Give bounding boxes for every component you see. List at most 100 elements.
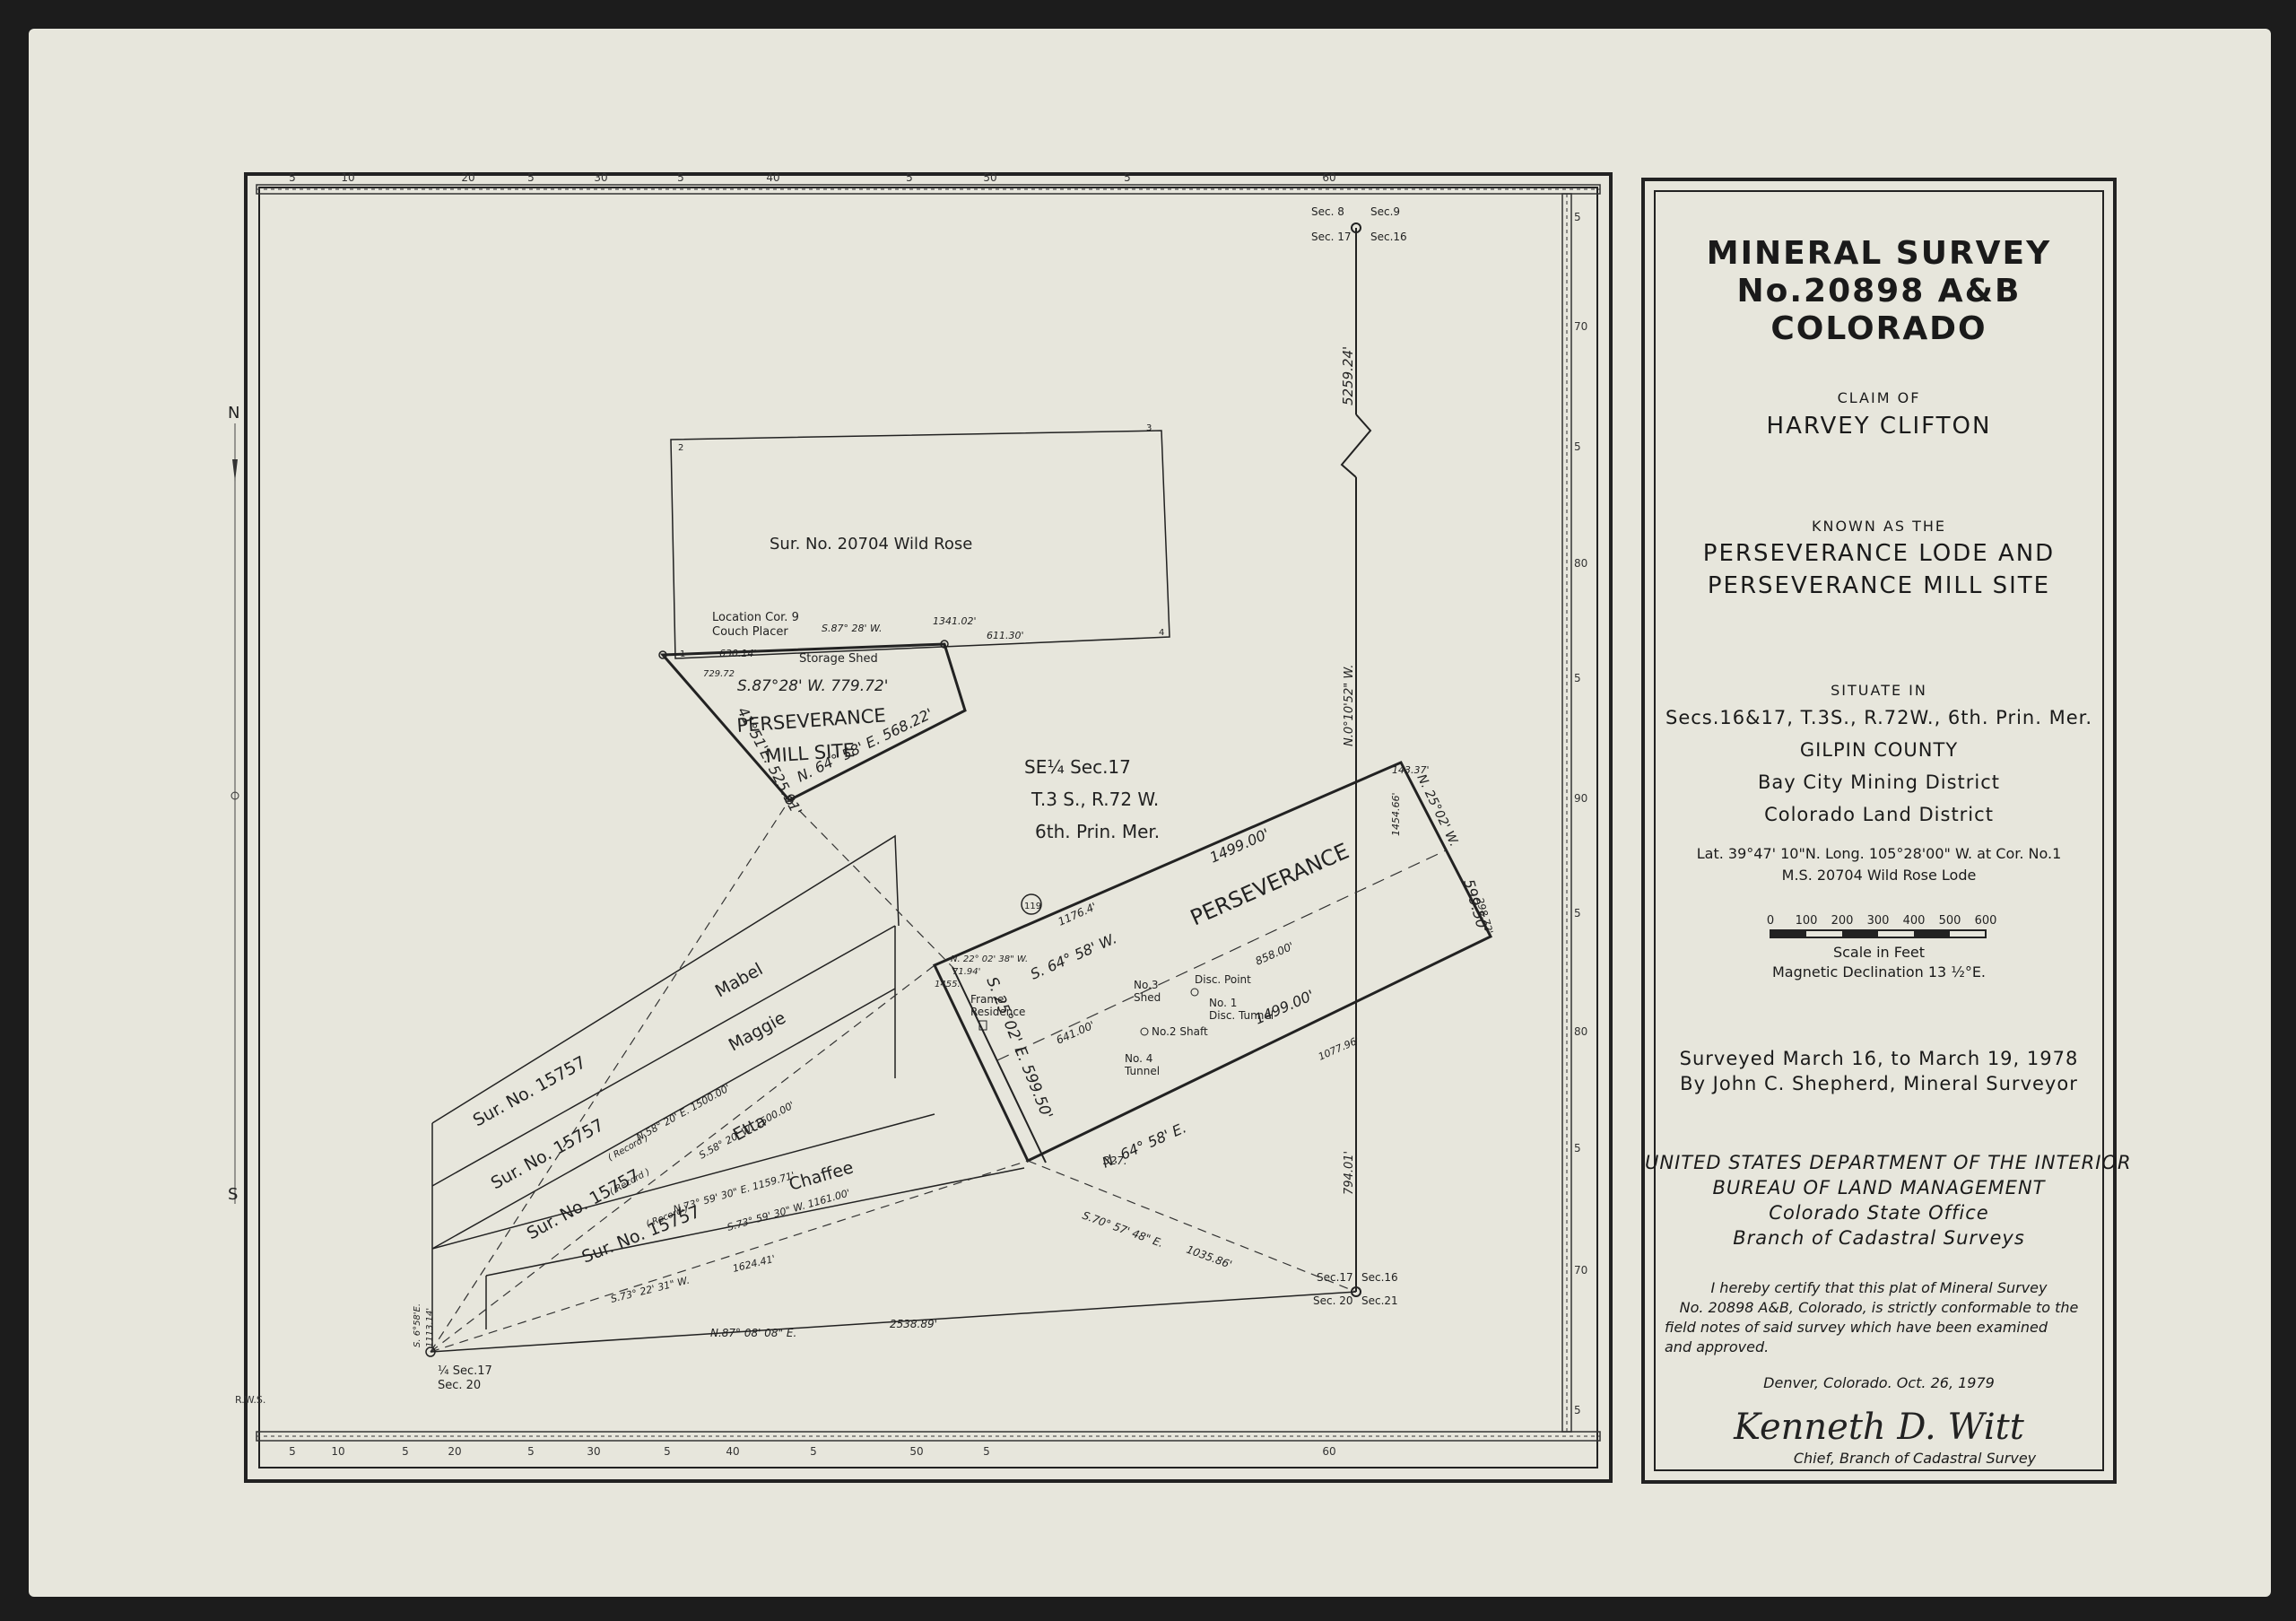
ruler-top-label: 40 [766,171,779,184]
svg-text:3: 3 [1146,423,1152,433]
quarter-sec20-label: Sec. 20 [438,1379,481,1392]
frame-residence-label-1: Frame [970,993,1004,1006]
scale-tick-0: 0 [1767,914,1774,928]
sur-15757-label: Sur. No. 15757 [488,1115,607,1193]
ruler-top-label: 5 [1124,171,1131,184]
county-text: GILPIN COUNTY [1799,739,1959,761]
certification-line-3: field notes of said survey which have be… [1665,1319,2048,1336]
bearing-label: 71.94' [952,967,980,977]
bureau-name: BUREAU OF LAND MANAGEMENT [1712,1177,2046,1198]
sur-15757-label: Sur. No. 15757 [470,1052,589,1130]
svg-text:4: 4 [1159,628,1164,638]
title-line-2: No.20898 A&B [1736,273,2022,309]
bearing-label: 858.00' [1254,940,1296,968]
bearing-label: 1454.66' [1390,792,1402,836]
scale-tick-200: 200 [1831,914,1854,928]
bearing-label: 1455. [935,980,961,989]
meridian-label: 6th. Prin. Mer. [1035,821,1160,842]
ruler-bottom-label: 5 [664,1445,671,1458]
bearing-label: N.58° 20' E. 1500.00' [634,1082,732,1143]
ruler-top-label: 10 [341,171,354,184]
drafter-initials: R.W.S. [235,1394,265,1406]
ruler-bottom: 5 10 5 20 5 30 5 40 5 50 5 60 [256,1431,1601,1458]
no1-label-1: No. 1 [1209,997,1237,1009]
ruler-top-label: 5 [677,171,684,184]
frame-residence-label-2: Residence [970,1006,1025,1018]
magnetic-declination: Magnetic Declination 13 ½°E. [1771,963,1987,980]
no2-shaft-label: No.2 Shaft [1152,1025,1208,1038]
storage-shed-label: Storage Shed [799,652,878,666]
ruler-top-label: 60 [1322,171,1335,184]
bearing-label: 630.14' [719,648,757,659]
sec-9-label: Sec.9 [1370,205,1400,218]
title-block: MINERAL SURVEY No.20898 A&B COLORADO CLA… [1641,178,2131,1484]
ruler-bottom-label: 5 [289,1445,296,1458]
scale-tick-600: 600 [1975,914,1997,928]
no2-shaft-marker [1140,1027,1149,1036]
mabel-label: Mabel [712,959,767,1001]
bearing-label: N.87° 08' 08" E. [710,1327,796,1339]
ruler-bottom-label: 50 [909,1445,923,1458]
disc-point-label: Disc. Point [1195,973,1251,986]
svg-text:2: 2 [678,443,683,453]
scale-bar: 0 100 200 300 400 500 600 [1767,914,1997,938]
certification-line-4: and approved. [1665,1338,1770,1355]
lat-long-reference: M.S. 20704 Wild Rose Lode [1781,867,1977,884]
title-block-inner-border [1654,190,2104,1471]
bearing-label: 794.01' [1343,1151,1356,1195]
plat-map-drawing: 5 10 20 5 30 5 40 5 50 5 60 5 10 5 20 5 [228,171,1601,1458]
lat-long-text: Lat. 39°47' 10"N. Long. 105°28'00" W. at… [1696,845,2062,862]
scale-tick-400: 400 [1903,914,1926,928]
ruler-bottom-label: 60 [1322,1445,1335,1458]
ruler-bottom-label: 30 [587,1445,600,1458]
ruler-right: 5 70 5 80 5 90 5 80 5 70 5 [1561,193,1587,1433]
bearing-label: S. 6°58'E. [413,1303,422,1347]
bearing-label: S. 64° 58' W. [1028,929,1119,982]
ruler-right-label: 5 [1574,211,1581,223]
plat-map-inner-border [258,187,1598,1468]
frame-residence-icon [978,1020,987,1031]
sec-16-bottom-label: Sec.16 [1361,1271,1398,1284]
bearing-label: 1035.86' [1185,1243,1234,1271]
ruler-top-label: 5 [906,171,913,184]
ruler-bottom-label: 5 [810,1445,817,1458]
situate-in-label: SITUATE IN [1831,682,1927,699]
paper-sheet: MINERAL SURVEY No.20898 A&B COLORADO CLA… [29,29,2271,1597]
state-office: Colorado State Office [1769,1202,1989,1224]
ruler-right-label: 90 [1574,792,1587,805]
signature: Kenneth D. Witt [1734,1407,2024,1448]
ruler-right-label: 5 [1574,1404,1581,1416]
township-label: T.3 S., R.72 W. [1031,789,1159,810]
bearing-label: N.0°10'52" W. [1343,665,1356,746]
bearing-label: 641.00' [1055,1019,1097,1047]
ruler-bottom-label: 10 [331,1445,344,1458]
claimant-name: HARVEY CLIFTON [1766,413,1992,440]
bearing-label: 2538.89' [890,1318,937,1330]
quarter-corner-marker [425,1346,436,1357]
ruler-top-label: 30 [594,171,607,184]
mill-site-boundary [658,640,967,805]
ruler-top: 5 10 20 5 30 5 40 5 50 5 60 [256,171,1601,195]
plat-map-frame [244,172,1613,1483]
bearing-label: 1341.02' [933,615,977,627]
sec-21-label: Sec.21 [1361,1294,1398,1307]
ruler-right-label: 5 [1574,1142,1581,1155]
bearing-label: 729.72 [703,669,735,679]
bearing-label: 1077.96' [1317,1034,1361,1063]
claim-name-line-1: PERSEVERANCE LODE AND [1702,540,2056,567]
bearing-label: 611.30' [987,630,1024,641]
surveyor-name: By John C. Shepherd, Mineral Surveyor [1680,1073,2078,1094]
sec-20-label: Sec. 20 [1313,1294,1353,1307]
ruler-bottom-label: 5 [983,1445,990,1458]
bearing-label: S.73° 22' 31" W. [610,1275,691,1305]
sec-17-bottom-label: Sec.17 [1317,1271,1353,1284]
scale-tick-100: 100 [1796,914,1818,928]
ruler-right-label: 80 [1574,557,1587,570]
ruler-top-label: 50 [983,171,996,184]
bearing-label: 5259.24' [1340,346,1356,405]
survey-15757-claims [431,834,1025,1347]
bearing-label: N. 22° 02' 38" W. [951,954,1028,964]
certification-line-1: I hereby certify that this plat of Miner… [1710,1279,2048,1296]
land-district-text: Colorado Land District [1764,804,1994,825]
sec-17-top-label: Sec. 17 [1311,231,1352,243]
